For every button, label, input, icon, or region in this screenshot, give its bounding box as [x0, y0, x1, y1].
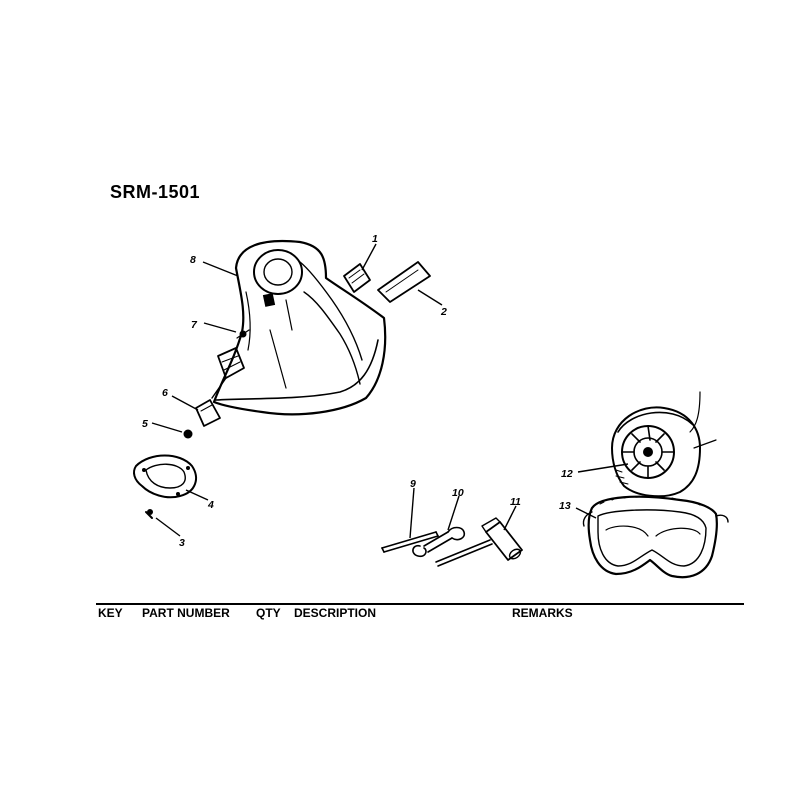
callout-leader-lines: [151, 243, 629, 539]
parts-table-header: KEY PART NUMBER QTY DESCRIPTION REMARKS: [98, 606, 573, 620]
header-description: DESCRIPTION: [294, 606, 376, 620]
callout-5: 5: [142, 418, 148, 430]
trimmer-head-part-12: [611, 391, 717, 498]
bolt-part-7: [236, 329, 250, 339]
screw-part-3: [145, 509, 153, 519]
callout-9: 9: [410, 478, 416, 490]
diagram-title: SRM-1501: [110, 182, 201, 202]
callout-4: 4: [207, 499, 214, 511]
callout-12: 12: [561, 468, 573, 480]
callout-11: 11: [510, 496, 521, 508]
callout-2: 2: [440, 306, 447, 318]
gasket-part-4: [133, 454, 197, 499]
header-qty: QTY: [256, 606, 281, 620]
callout-7: 7: [191, 319, 198, 331]
nut-part-5: [183, 429, 193, 439]
label-part-1: [343, 263, 371, 293]
header-key: KEY: [98, 606, 123, 620]
clip-part-6: [195, 399, 221, 427]
decal-part-2: [377, 261, 431, 303]
callout-13: 13: [559, 500, 571, 512]
callout-6: 6: [162, 387, 168, 399]
header-part-number: PART NUMBER: [142, 606, 230, 620]
callout-10: 10: [452, 487, 464, 499]
header-remarks: REMARKS: [512, 606, 573, 620]
plug-wrench-part-11: [435, 517, 523, 567]
rod-part-9: [381, 531, 439, 553]
wrench-part-10: [412, 526, 466, 558]
callout-8: 8: [190, 254, 196, 266]
callout-1: 1: [372, 233, 378, 245]
shield-bracket: [211, 347, 245, 399]
callout-3: 3: [179, 537, 185, 549]
goggles-part-13: [582, 495, 729, 579]
debris-shield-part: [212, 239, 387, 416]
